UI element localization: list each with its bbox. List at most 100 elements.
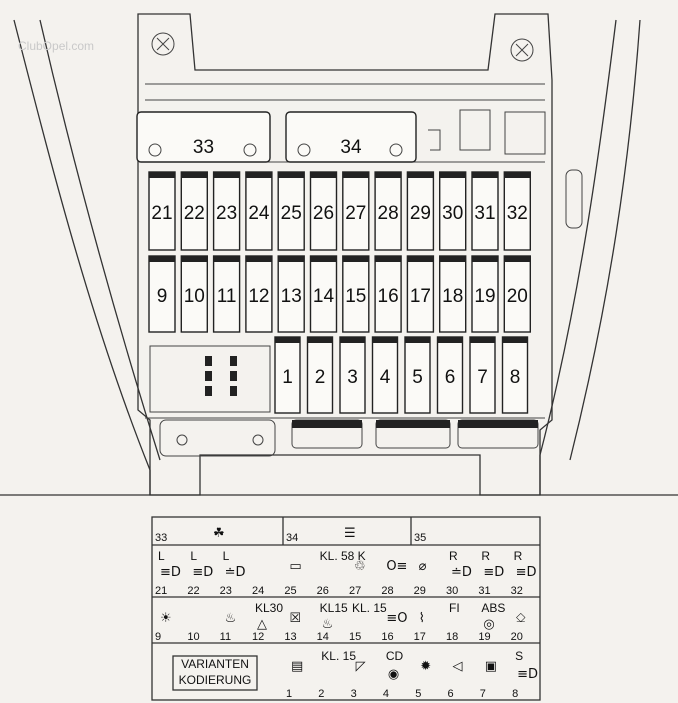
legend-cell-number: 8 xyxy=(512,688,518,700)
legend-cell-number: 5 xyxy=(415,688,421,700)
fuse-number: 28 xyxy=(378,203,399,224)
seat-icon: ⎐ xyxy=(516,611,526,626)
fuse-29[interactable]: 29 xyxy=(406,171,435,251)
heated-window-icon: ♨ xyxy=(225,611,237,626)
fuse-12[interactable]: 12 xyxy=(245,255,273,333)
fuse-24[interactable]: 24 xyxy=(245,171,273,251)
central-lock-icon: ▣ xyxy=(485,659,497,674)
fuse-13[interactable]: 13 xyxy=(277,255,305,333)
legend-cell-number: 16 xyxy=(381,631,393,643)
coding-line-2: KODIERUNG xyxy=(179,673,252,687)
fuse-18[interactable]: 18 xyxy=(439,255,467,333)
legend-cell-number: 23 xyxy=(220,585,232,597)
legend-cell-label: L xyxy=(158,549,165,563)
legend-cell-30: R≐D30 xyxy=(446,549,472,597)
fuse-9[interactable]: 9 xyxy=(148,255,176,333)
fuse-7[interactable]: 7 xyxy=(469,336,496,414)
car-icon: ▭ xyxy=(289,559,301,574)
legend-cell-2: KL. 152 xyxy=(318,649,356,700)
fuse-number: 4 xyxy=(380,367,391,388)
legend-cell-23: L≐D23 xyxy=(220,549,246,597)
legend-cell-label: KL. 58 K xyxy=(320,549,366,563)
fuse-number: 22 xyxy=(184,203,205,224)
legend-cell-number: 9 xyxy=(155,631,161,643)
legend-cell-10: 10 xyxy=(187,631,199,643)
fuse-28[interactable]: 28 xyxy=(374,171,402,251)
legend-cell-number: 19 xyxy=(478,631,490,643)
fuse-number: 6 xyxy=(445,367,456,388)
fuse-number: 23 xyxy=(216,203,237,224)
legend-cell-number: 3 xyxy=(351,688,357,700)
legend-cell-17: ⌇17 xyxy=(414,611,426,643)
fuse-number: 3 xyxy=(347,367,358,388)
fuse-21[interactable]: 21 xyxy=(148,171,176,251)
fuse-17[interactable]: 17 xyxy=(406,255,435,333)
legend-cell-number: 6 xyxy=(448,688,454,700)
legend-cell-6: ◁6 xyxy=(448,659,463,700)
fuse-27[interactable]: 27 xyxy=(342,171,370,251)
fuse-1[interactable]: 1 xyxy=(274,336,301,414)
legend-header-number: 35 xyxy=(414,532,426,544)
coding-line-1: VARIANTEN xyxy=(181,657,249,671)
fuse-number: 12 xyxy=(248,286,269,307)
fuse-5[interactable]: 5 xyxy=(404,336,431,414)
fuse-number: 18 xyxy=(442,286,463,307)
legend-cell-29: ⌀29 xyxy=(414,559,427,597)
fuse-15[interactable]: 15 xyxy=(342,255,370,333)
power-window-icon: ▤ xyxy=(291,659,303,674)
fuse-number: 13 xyxy=(281,286,302,307)
legend-cell-label: KL15 xyxy=(320,601,348,615)
legend-cell-label: S xyxy=(515,649,523,663)
legend-cell-20: ⎐20 xyxy=(511,611,526,643)
fuse-number: 26 xyxy=(313,203,334,224)
legend-cell-12: KL30△12 xyxy=(252,601,283,643)
fuse-22[interactable]: 22 xyxy=(180,171,209,251)
fuse-8[interactable]: 8 xyxy=(501,336,529,414)
legend-cell-number: 12 xyxy=(252,631,264,643)
relay-block-34: 34 xyxy=(285,111,417,163)
fuse-4[interactable]: 4 xyxy=(371,336,399,414)
fuse-number: 19 xyxy=(474,286,495,307)
legend-cell-number: 21 xyxy=(155,585,167,597)
fuse-number: 27 xyxy=(345,203,366,224)
fuse-25[interactable]: 25 xyxy=(277,171,305,251)
fuse-16[interactable]: 16 xyxy=(374,255,402,333)
sun-icon: ☀ xyxy=(160,611,172,626)
fuse-30[interactable]: 30 xyxy=(439,171,467,251)
legend-cell-number: 10 xyxy=(187,631,199,643)
fuse-number: 24 xyxy=(248,203,270,224)
fuse-number: 5 xyxy=(412,367,423,388)
high-beam-icon: ≡D xyxy=(483,565,504,580)
fuse-number: 29 xyxy=(410,203,431,224)
fuse-6[interactable]: 6 xyxy=(436,336,464,414)
low-beam-icon: ≡D xyxy=(160,565,181,580)
legend-cell-22: L≡D22 xyxy=(187,549,213,597)
legend-header-number: 34 xyxy=(286,532,298,544)
car-wash-icon: ♲ xyxy=(354,559,366,574)
fuse-14[interactable]: 14 xyxy=(309,255,338,333)
relay-label: 34 xyxy=(340,137,362,158)
legend-cell-number: 2 xyxy=(318,688,324,700)
fuse-32[interactable]: 32 xyxy=(503,171,531,251)
legend-cell-label: L xyxy=(223,549,230,563)
fuse-11[interactable]: 11 xyxy=(212,255,241,333)
fuse-26[interactable]: 26 xyxy=(309,171,338,251)
side-light-icon: ≐D xyxy=(451,565,472,580)
legend-cell-28: O≡28 xyxy=(381,559,407,597)
fuse-10[interactable]: 10 xyxy=(180,255,209,333)
fuse-23[interactable]: 23 xyxy=(212,171,241,251)
fuse-box-housing xyxy=(137,13,583,496)
legend-cell-number: 4 xyxy=(383,688,389,700)
fuse-3[interactable]: 3 xyxy=(339,336,366,414)
legend-cell-number: 7 xyxy=(480,688,486,700)
legend-cell-31: R≡D31 xyxy=(478,549,504,597)
fuse-2[interactable]: 2 xyxy=(306,336,334,414)
fuse-number: 11 xyxy=(217,286,237,307)
fuse-20[interactable]: 20 xyxy=(503,255,531,333)
legend-table xyxy=(151,516,541,701)
legend-cell-number: 31 xyxy=(478,585,490,597)
fuse-19[interactable]: 19 xyxy=(471,255,499,333)
fuse-31[interactable]: 31 xyxy=(471,171,499,251)
wiper-icon: ◸ xyxy=(356,659,366,674)
relay-block-33: 33 xyxy=(136,111,271,163)
